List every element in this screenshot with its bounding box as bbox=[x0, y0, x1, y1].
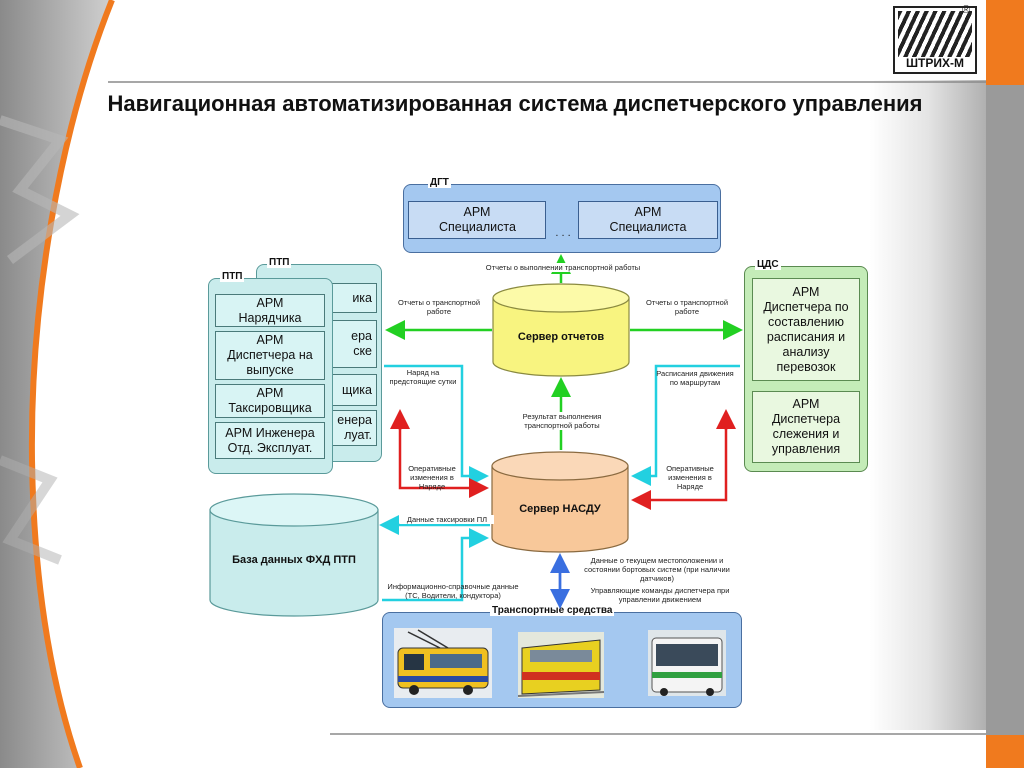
flow-reports-to-dgt: Отчеты о выполнении транспортной работы bbox=[468, 263, 658, 272]
ptp-arm-dispatcher-order: АРМ Нарядчика bbox=[215, 294, 325, 327]
flow-location-data: Данные о текущем местоположении и состоя… bbox=[584, 556, 730, 583]
flow-op-changes-right: Оперативные изменения в Наряде bbox=[666, 464, 714, 491]
ptp-label: ПТП bbox=[220, 271, 245, 282]
registered-mark: ® bbox=[962, 4, 971, 16]
flow-reports-to-cds: Отчеты о транспортной работе bbox=[645, 298, 729, 316]
ptp-back-fragment-1: ика bbox=[352, 290, 372, 305]
server-reports-label: Сервер отчетов bbox=[517, 331, 605, 343]
ptp-back-fragment-3: ске bbox=[353, 344, 372, 358]
ptp-back-fragment-5: енера bbox=[337, 413, 372, 427]
cds-arm-schedule: АРМ Диспетчера по составлению расписания… bbox=[752, 278, 860, 381]
dgt-arm-2: АРМ Специалиста bbox=[578, 201, 718, 239]
transport-label: Транспортные средства bbox=[490, 605, 615, 616]
flow-control-commands: Управляющие команды диспетчера при управ… bbox=[590, 586, 730, 604]
server-nasdu-label: Сервер НАСДУ bbox=[519, 503, 601, 515]
ptp-back-fragment-6: луат. bbox=[344, 428, 372, 442]
ptp-arm-taxation: АРМ Таксировщика bbox=[215, 384, 325, 418]
db-label: База данных ФХД ПТП bbox=[232, 554, 356, 566]
slide-title: Навигационная автоматизированная система… bbox=[107, 91, 923, 116]
flow-op-changes-left: Оперативные изменения в Наряде bbox=[408, 464, 456, 491]
flow-order-next-day: Наряд на предстоящие сутки bbox=[389, 368, 457, 386]
flow-reports-to-ptp: Отчеты о транспортной работе bbox=[397, 298, 481, 316]
ptp-arm-engineer: АРМ Инженера Отд. Эксплуат. bbox=[215, 422, 325, 459]
ptp-back-fragment-2: ера bbox=[351, 329, 372, 343]
dgt-dots: . . . bbox=[555, 227, 571, 239]
logo-text: ШТРИХ-М bbox=[905, 56, 964, 70]
flow-result-work: Результат выполнения транспортной работы bbox=[508, 412, 616, 430]
transport-group bbox=[382, 612, 742, 708]
cds-label: ЦДС bbox=[755, 259, 781, 270]
cds-arm-tracking: АРМ Диспетчера слежения и управления bbox=[752, 391, 860, 463]
dgt-label: ДГТ bbox=[428, 177, 451, 188]
flow-taxation-data: Данные таксировки ПЛ bbox=[400, 515, 494, 524]
ptp-arm-dispatcher-release: АРМ Диспетчера на выпуске bbox=[215, 331, 325, 380]
dgt-arm-1: АРМ Специалиста bbox=[408, 201, 546, 239]
zebra-icon bbox=[898, 11, 972, 57]
ptp-back-fragment-4: щика bbox=[342, 382, 372, 397]
flow-info-data: Информационно-справочные данные (ТС, Вод… bbox=[387, 582, 519, 600]
ptp-back-label: ПТП bbox=[267, 257, 292, 268]
flow-schedules: Расписания движения по маршрутам bbox=[656, 369, 734, 387]
company-logo: ШТРИХ-М bbox=[893, 6, 977, 74]
